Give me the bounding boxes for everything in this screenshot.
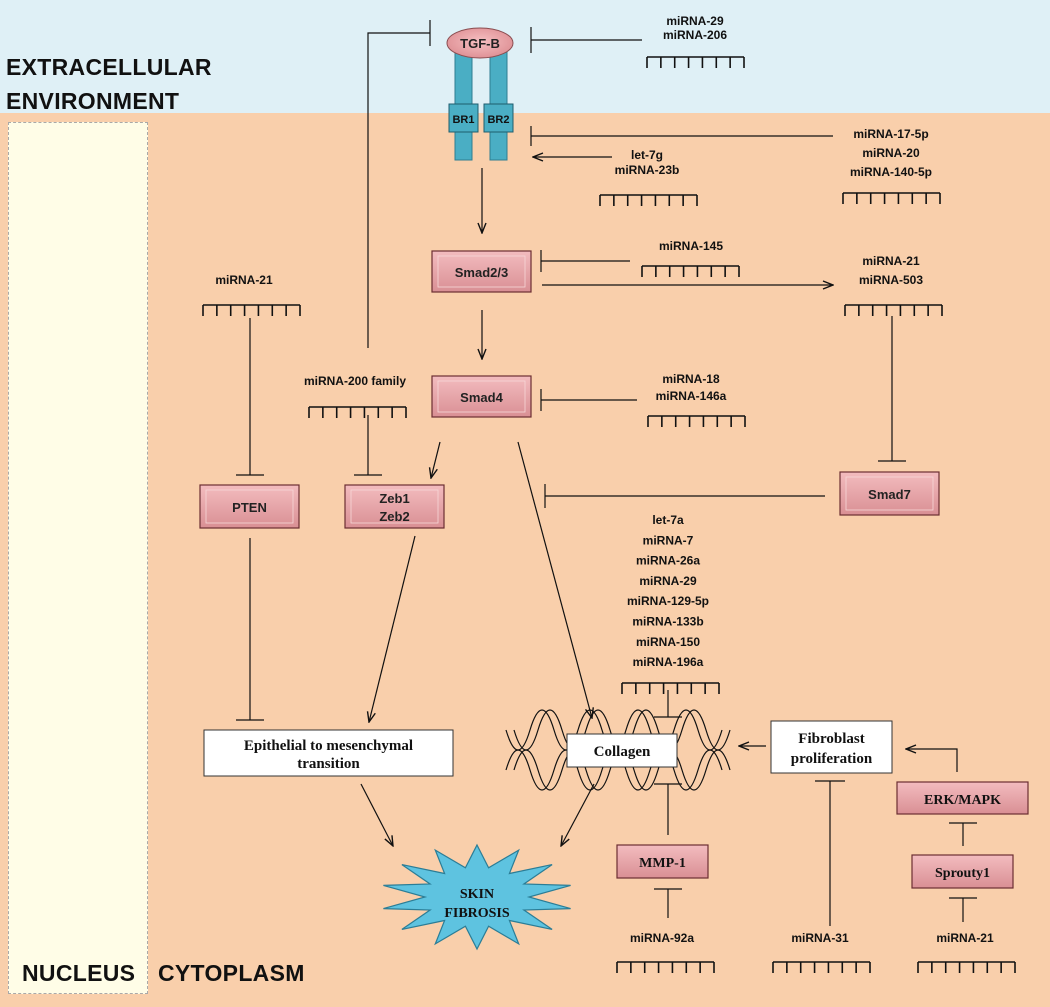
mirna-strand-icon bbox=[308, 406, 407, 418]
mirna-strand-icon bbox=[616, 961, 715, 973]
mirna-label: miRNA-206 bbox=[663, 28, 727, 42]
mirna-group-mir200: miRNA-200 family bbox=[304, 374, 407, 418]
smad7-node: Smad7 bbox=[839, 471, 940, 516]
mmp1-node: MMP-1 bbox=[616, 844, 709, 879]
mirna-group-mir21-sprouty: miRNA-21 bbox=[917, 931, 1016, 973]
fibroblast-label-line2: proliferation bbox=[791, 751, 873, 767]
tgf-beta-receptor: BR1 BR2 TGF-B bbox=[446, 27, 514, 161]
mirna-label: miRNA-7 bbox=[643, 533, 694, 547]
mirna-strand-icon bbox=[647, 415, 746, 427]
mirna-label: miRNA-196a bbox=[633, 655, 704, 669]
fibroblast-label-line1: Fibroblast bbox=[798, 731, 864, 747]
skin-fibrosis-node: SKIN FIBROSIS bbox=[383, 843, 571, 951]
br1-label: BR1 bbox=[452, 114, 474, 126]
mirna-strand-icon bbox=[917, 961, 1016, 973]
nucleus-label: NUCLEUS bbox=[22, 960, 136, 986]
mirna-layer: miRNA-29miRNA-206miRNA-17-5pmiRNA-20miRN… bbox=[202, 14, 1016, 973]
mirna-strand-icon bbox=[844, 304, 943, 316]
mirna-label: miRNA-503 bbox=[859, 273, 923, 287]
mirna-label: miRNA-23b bbox=[615, 163, 680, 177]
smad23-node: Smad2/3 bbox=[431, 250, 532, 293]
pten-node: PTEN bbox=[199, 484, 300, 529]
zeb-emt-arrow bbox=[369, 535, 416, 722]
mirna-label: let-7g bbox=[631, 148, 663, 162]
mirna-group-mir18-146a: miRNA-18 miRNA-146a bbox=[647, 372, 746, 427]
mirna-strand-icon bbox=[646, 56, 745, 68]
skin-fibrosis-line1: SKIN bbox=[460, 887, 494, 902]
mirna-label: miRNA-21 bbox=[862, 254, 920, 268]
collagen-label: Collagen bbox=[594, 744, 651, 760]
br2-label: BR2 bbox=[487, 114, 509, 126]
mirna-label: miRNA-31 bbox=[791, 931, 849, 945]
mirna-group-mir17-20-140: miRNA-17-5p miRNA-20 miRNA-140-5p bbox=[842, 127, 941, 204]
zeb-node: Zeb1 Zeb2 bbox=[344, 484, 445, 529]
mirna-group-mir21-503: miRNA-21 miRNA-503 bbox=[844, 254, 943, 316]
mirna-label: miRNA-200 family bbox=[304, 374, 406, 388]
mirna-strand-icon bbox=[641, 265, 740, 277]
emt-fibrosis-arrow bbox=[360, 783, 393, 846]
mirna-label: miRNA-29 bbox=[666, 14, 724, 28]
mirna-strand-icon bbox=[202, 304, 301, 316]
mirna-label: miRNA-145 bbox=[659, 239, 723, 253]
pten-label: PTEN bbox=[232, 500, 267, 515]
mirna-label: miRNA-21 bbox=[936, 931, 994, 945]
mirna-strand-icon bbox=[842, 192, 941, 204]
extracellular-region bbox=[0, 0, 1050, 113]
nucleus-region bbox=[8, 122, 148, 994]
extracellular-label: EXTRACELLULAR bbox=[6, 54, 212, 80]
erk-mapk-node: ERK/MAPK bbox=[896, 781, 1029, 815]
mirna-strand-icon bbox=[772, 961, 871, 973]
mirna-label: miRNA-140-5p bbox=[850, 165, 932, 179]
skin-fibrosis-star bbox=[383, 843, 571, 951]
smad4-zeb-arrow bbox=[431, 441, 441, 478]
erk-mapk-label: ERK/MAPK bbox=[924, 793, 1001, 808]
mirna-label: miRNA-17-5p bbox=[853, 127, 928, 141]
skin-fibrosis-line2: FIBROSIS bbox=[444, 906, 510, 921]
mirna-label: miRNA-146a bbox=[656, 389, 727, 403]
mirna-group-mir31: miRNA-31 bbox=[772, 931, 871, 973]
mirna-strand-icon bbox=[621, 682, 720, 694]
mirna-group-collagen-mirs: let-7a miRNA-7 miRNA-26a miRNA-29 miRNA-129-… bbox=[621, 513, 720, 694]
smad23-label: Smad2/3 bbox=[455, 265, 508, 280]
mirna-label: miRNA-21 bbox=[215, 273, 273, 287]
mirna-group-mir92a: miRNA-92a bbox=[616, 931, 715, 973]
smad4-node: Smad4 bbox=[431, 375, 532, 418]
mirna-group-mir145: miRNA-145 bbox=[641, 239, 740, 277]
erk-fibroblast-arrow bbox=[906, 749, 958, 772]
collagen-node: Collagen bbox=[566, 733, 678, 768]
connectors bbox=[236, 20, 977, 926]
fibroblast-node: Fibroblast proliferation bbox=[770, 720, 893, 774]
mirna-label: miRNA-150 bbox=[636, 635, 700, 649]
tgf-beta-label: TGF-B bbox=[460, 36, 500, 51]
emt-label-line2: transition bbox=[297, 756, 360, 772]
mirna-label: let-7a bbox=[652, 513, 684, 527]
mirna-label: miRNA-29 bbox=[639, 574, 697, 588]
mirna-label: miRNA-18 bbox=[662, 372, 720, 386]
mirna-strand-icon bbox=[599, 194, 698, 206]
mirna-group-mir21-pten: miRNA-21 bbox=[202, 273, 301, 316]
zeb1-label: Zeb1 bbox=[379, 491, 409, 506]
smad4-collagen-arrow bbox=[517, 441, 592, 718]
mirna-label: miRNA-133b bbox=[632, 615, 703, 629]
mirna-label: miRNA-26a bbox=[636, 554, 700, 568]
emt-node: Epithelial to mesenchymal transition bbox=[203, 729, 454, 777]
environment-label: ENVIRONMENT bbox=[6, 88, 180, 114]
mir200-to-tgfb-line bbox=[367, 32, 430, 348]
mmp1-label: MMP-1 bbox=[639, 856, 686, 871]
emt-label-line1: Epithelial to mesenchymal bbox=[244, 738, 413, 754]
mirna-label: miRNA-92a bbox=[630, 931, 694, 945]
sprouty1-node: Sprouty1 bbox=[911, 854, 1014, 889]
zeb2-label: Zeb2 bbox=[379, 509, 409, 524]
sprouty1-label: Sprouty1 bbox=[935, 866, 990, 881]
mirna-label: miRNA-20 bbox=[862, 146, 920, 160]
mirna-label: miRNA-129-5p bbox=[627, 594, 709, 608]
smad7-label: Smad7 bbox=[868, 487, 911, 502]
smad4-label: Smad4 bbox=[460, 390, 503, 405]
cytoplasm-label: CYTOPLASM bbox=[158, 960, 305, 986]
collagen-fibrosis-arrow bbox=[561, 783, 595, 846]
